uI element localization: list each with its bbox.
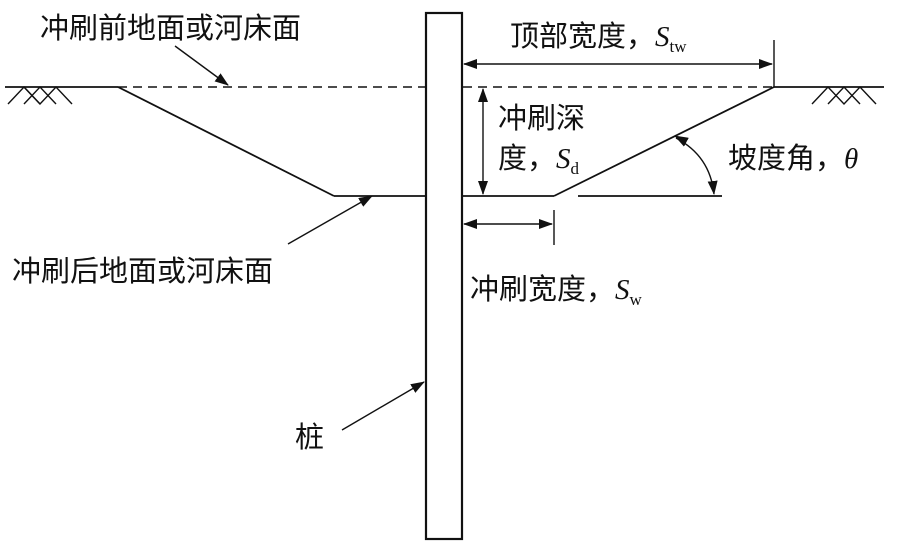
scour-width-label: 冲刷宽度，Sw [470, 272, 643, 309]
pre-scour-surface-label: 冲刷前地面或河床面 [40, 11, 301, 45]
slope-angle-arc [675, 137, 718, 195]
scour-depth-label-line1: 冲刷深 [498, 101, 585, 135]
pre-scour-leader-arrow [174, 45, 229, 86]
top-width-label: 顶部宽度，Stw [510, 19, 687, 56]
post-scour-surface-label: 冲刷后地面或河床面 [12, 254, 273, 288]
left-scour-slope [117, 86, 335, 197]
slope-angle-label: 坡度角，θ [728, 141, 858, 175]
right-soil-hatch [811, 85, 877, 106]
pile [424, 11, 464, 541]
slope-angle-arrow-start [674, 135, 689, 147]
pile-leader-arrow [341, 381, 425, 431]
right-scour-slope [553, 86, 775, 197]
left-soil-hatch [7, 85, 73, 106]
scour-depth-label-line2: 度，Sd [498, 141, 580, 178]
pile-label: 桩 [295, 420, 324, 454]
post-scour-leader-arrow [287, 195, 373, 245]
